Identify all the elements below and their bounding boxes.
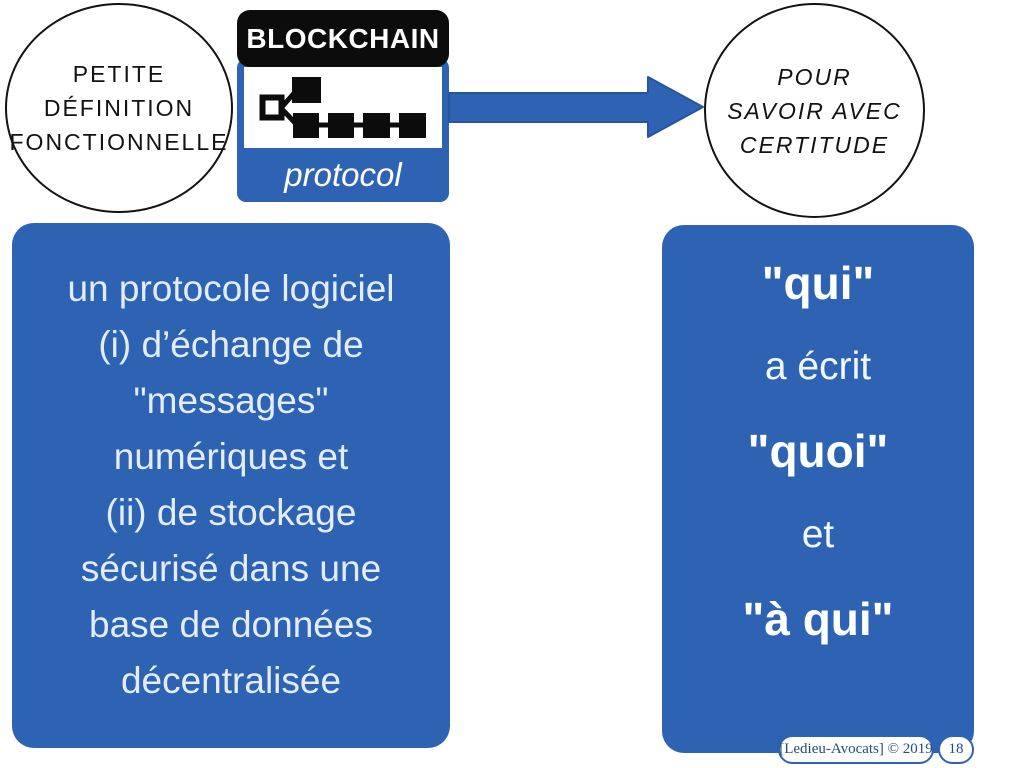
copyright-badge: [Ledieu-Avocats] © 2019 — [778, 735, 934, 764]
blockchain-logo-subtitle: protocol — [237, 148, 449, 202]
left-bubble-line: DÉFINITION — [43, 95, 195, 121]
purpose-line-qui: "qui" — [761, 257, 875, 309]
definition-line: (i) d’échange de — [98, 324, 364, 365]
definition-line: "messages" — [133, 380, 329, 421]
definition-line: (ii) de stockage — [105, 492, 357, 533]
definition-line: base de données — [89, 604, 373, 645]
right-speech-bubble: POUR SAVOIR AVEC CERTITUDE — [704, 3, 925, 218]
purpose-line-a-qui: "à qui" — [742, 593, 894, 645]
purpose-line-quoi: "quoi" — [747, 425, 889, 477]
blockchain-logo: BLOCKCHAIN protocol — [237, 10, 449, 202]
page-number-badge: 18 — [938, 735, 974, 764]
purpose-line: a écrit — [764, 345, 872, 388]
left-speech-bubble: PETITE DÉFINITION FONCTIONNELLE — [5, 3, 233, 213]
purpose-text: "qui" a écrit "quoi" et "à qui" — [662, 241, 974, 661]
right-arrow-icon — [448, 76, 704, 138]
definition-line: numériques et — [113, 436, 349, 477]
definition-line: décentralisée — [120, 660, 342, 701]
purpose-line: et — [801, 513, 835, 556]
purpose-box: "qui" a écrit "quoi" et "à qui" — [662, 225, 974, 753]
definition-text: un protocole logiciel (i) d’échange de "… — [12, 261, 450, 709]
left-bubble-line: PETITE — [72, 61, 166, 87]
definition-line: sécurisé dans une — [80, 548, 382, 589]
right-bubble-line: POUR — [777, 63, 852, 90]
right-bubble-line: CERTITUDE — [739, 131, 890, 158]
blockchain-logo-title: BLOCKCHAIN — [237, 10, 449, 67]
definition-box: un protocole logiciel (i) d’échange de "… — [12, 223, 450, 748]
right-bubble-line: SAVOIR AVEC — [727, 97, 902, 124]
blockchain-diagram-icon — [259, 77, 426, 138]
definition-line: un protocole logiciel — [67, 268, 395, 309]
left-bubble-line: FONCTIONNELLE — [9, 129, 229, 155]
